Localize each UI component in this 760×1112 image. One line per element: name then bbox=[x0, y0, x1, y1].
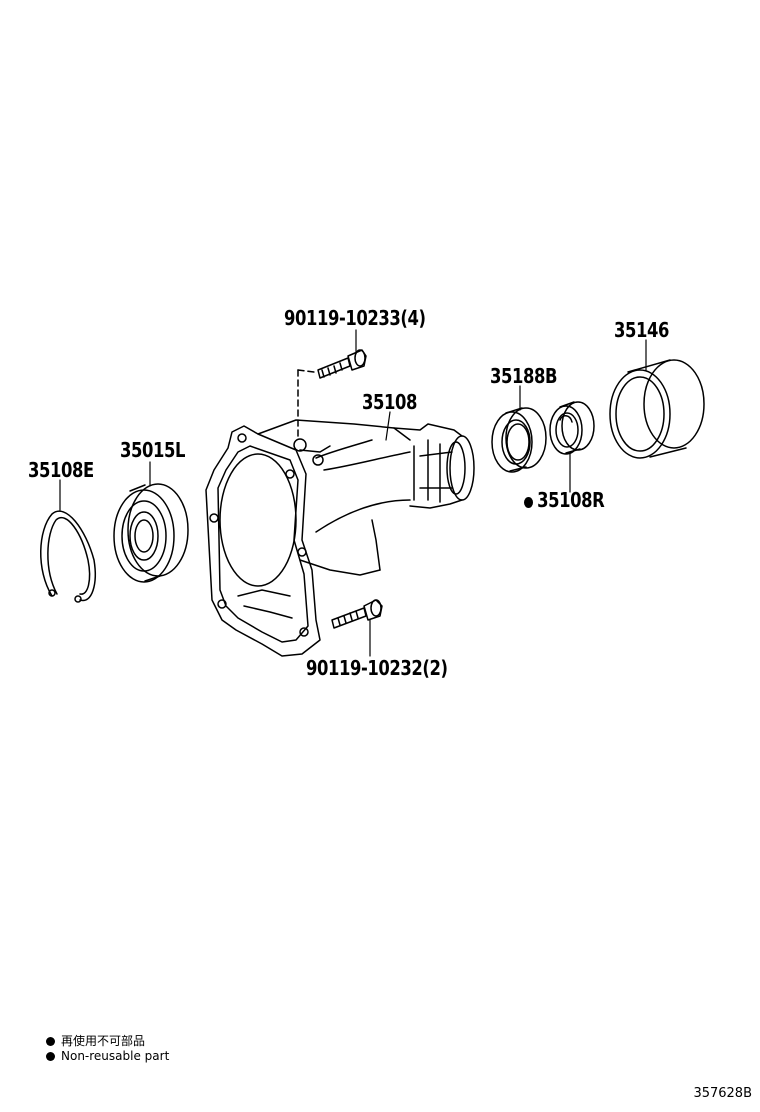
part-label-bolt-top: 90119-10233(4) bbox=[284, 306, 426, 330]
extension-housing-drawing bbox=[205, 419, 475, 657]
legend-bullet-icon bbox=[46, 1037, 55, 1046]
part-label-housing: 35108 bbox=[362, 390, 418, 414]
legend-text-jp: 再使用不可部品 bbox=[61, 1034, 146, 1048]
part-label-bearing: 35015L bbox=[120, 438, 186, 462]
figure-id: 357628B bbox=[693, 1086, 752, 1101]
snap-ring-drawing bbox=[40, 510, 96, 603]
part-label-bushing-text: 35108R bbox=[537, 488, 605, 512]
bolt-top-drawing bbox=[297, 349, 367, 437]
part-label-bushing: 35108R bbox=[524, 488, 605, 512]
part-label-bolt-bottom: 90119-10232(2) bbox=[306, 656, 448, 680]
part-label-snap-ring: 35108E bbox=[28, 458, 94, 482]
legend-bullet-icon bbox=[46, 1052, 55, 1061]
part-label-seal: 35188B bbox=[490, 364, 558, 388]
legend-text-en: Non-reusable part bbox=[61, 1049, 170, 1063]
non-reusable-marker-icon bbox=[524, 497, 534, 508]
leader-lines bbox=[59, 329, 647, 657]
bearing-drawing bbox=[113, 483, 189, 583]
dust-cover-drawing bbox=[609, 359, 705, 459]
bolt-bottom-drawing bbox=[331, 599, 383, 629]
part-label-cover: 35146 bbox=[614, 318, 670, 342]
legend-row-en: Non-reusable part bbox=[46, 1049, 169, 1063]
oil-seal-drawing bbox=[491, 407, 547, 473]
bushing-drawing bbox=[549, 401, 595, 455]
legend-row-jp: 再使用不可部品 bbox=[46, 1032, 145, 1049]
